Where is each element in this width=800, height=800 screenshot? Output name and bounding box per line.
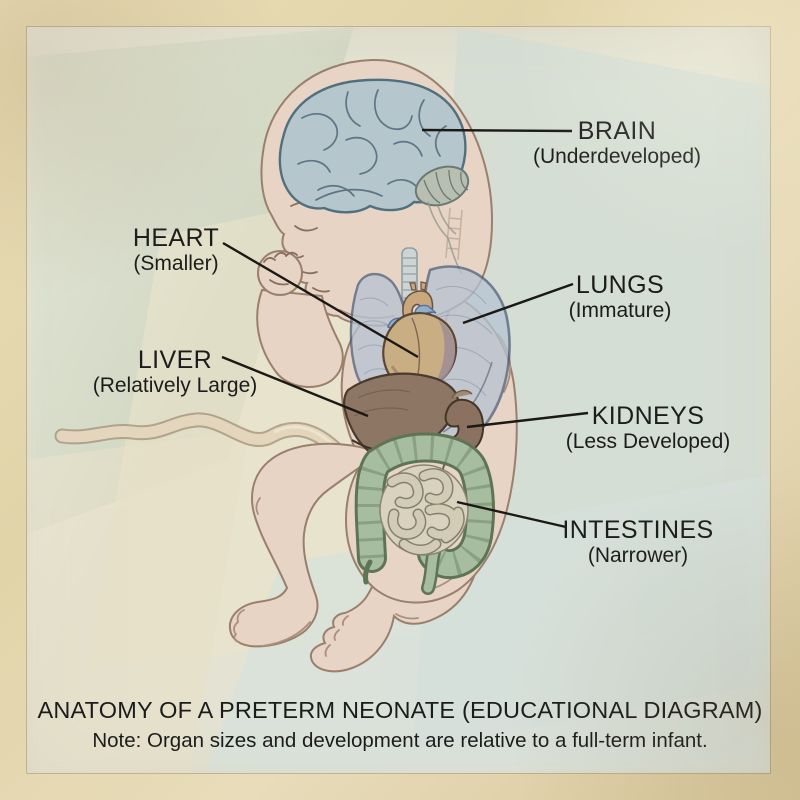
spine	[445, 207, 463, 261]
leader-line-kidneys	[466, 411, 589, 429]
heart-illustration	[382, 281, 458, 391]
small-intestine-illustration	[379, 464, 469, 556]
label-brain-qualifier: (Underdeveloped)	[532, 145, 702, 168]
label-intestines-term: INTESTINES	[562, 516, 714, 544]
label-heart: HEART (Smaller)	[133, 224, 219, 276]
large-intestine-illustration	[354, 432, 495, 595]
label-kidneys-qualifier: (Less Developed)	[565, 430, 731, 453]
label-lungs-term: LUNGS	[575, 271, 665, 299]
leader-line-lungs	[462, 282, 574, 325]
label-heart-qualifier: (Smaller)	[133, 252, 219, 275]
leader-line-liver	[221, 355, 369, 418]
leader-lines	[221, 128, 589, 529]
front-leg	[228, 442, 373, 648]
arm-and-fist	[256, 250, 344, 388]
diagram-note: Note: Organ sizes and development are re…	[92, 729, 708, 752]
caption-block: ANATOMY OF A PRETERM NEONATE (EDUCATIONA…	[37, 697, 762, 753]
label-brain-term: BRAIN	[577, 117, 657, 145]
cerebellum-illustration	[414, 165, 470, 275]
label-lungs: LUNGS (Immature)	[569, 271, 672, 323]
label-kidneys: KIDNEYS (Less Developed)	[566, 402, 731, 454]
label-intestines-qualifier: (Narrower)	[587, 544, 689, 567]
label-intestines: INTESTINES (Narrower)	[562, 516, 713, 568]
label-kidneys-term: KIDNEYS	[591, 402, 705, 430]
leader-line-intestines	[456, 500, 567, 529]
diagram-title: ANATOMY OF A PRETERM NEONATE (EDUCATIONA…	[37, 697, 763, 723]
leader-line-brain	[421, 128, 573, 133]
label-liver-qualifier: (Relatively Large)	[92, 374, 258, 397]
label-liver-term: LIVER	[137, 346, 213, 374]
label-liver: LIVER (Relatively Large)	[93, 346, 258, 398]
label-lungs-qualifier: (Immature)	[568, 299, 672, 322]
label-brain: BRAIN (Underdeveloped)	[533, 117, 701, 169]
label-heart-term: HEART	[132, 224, 220, 252]
leader-line-heart	[222, 241, 419, 359]
